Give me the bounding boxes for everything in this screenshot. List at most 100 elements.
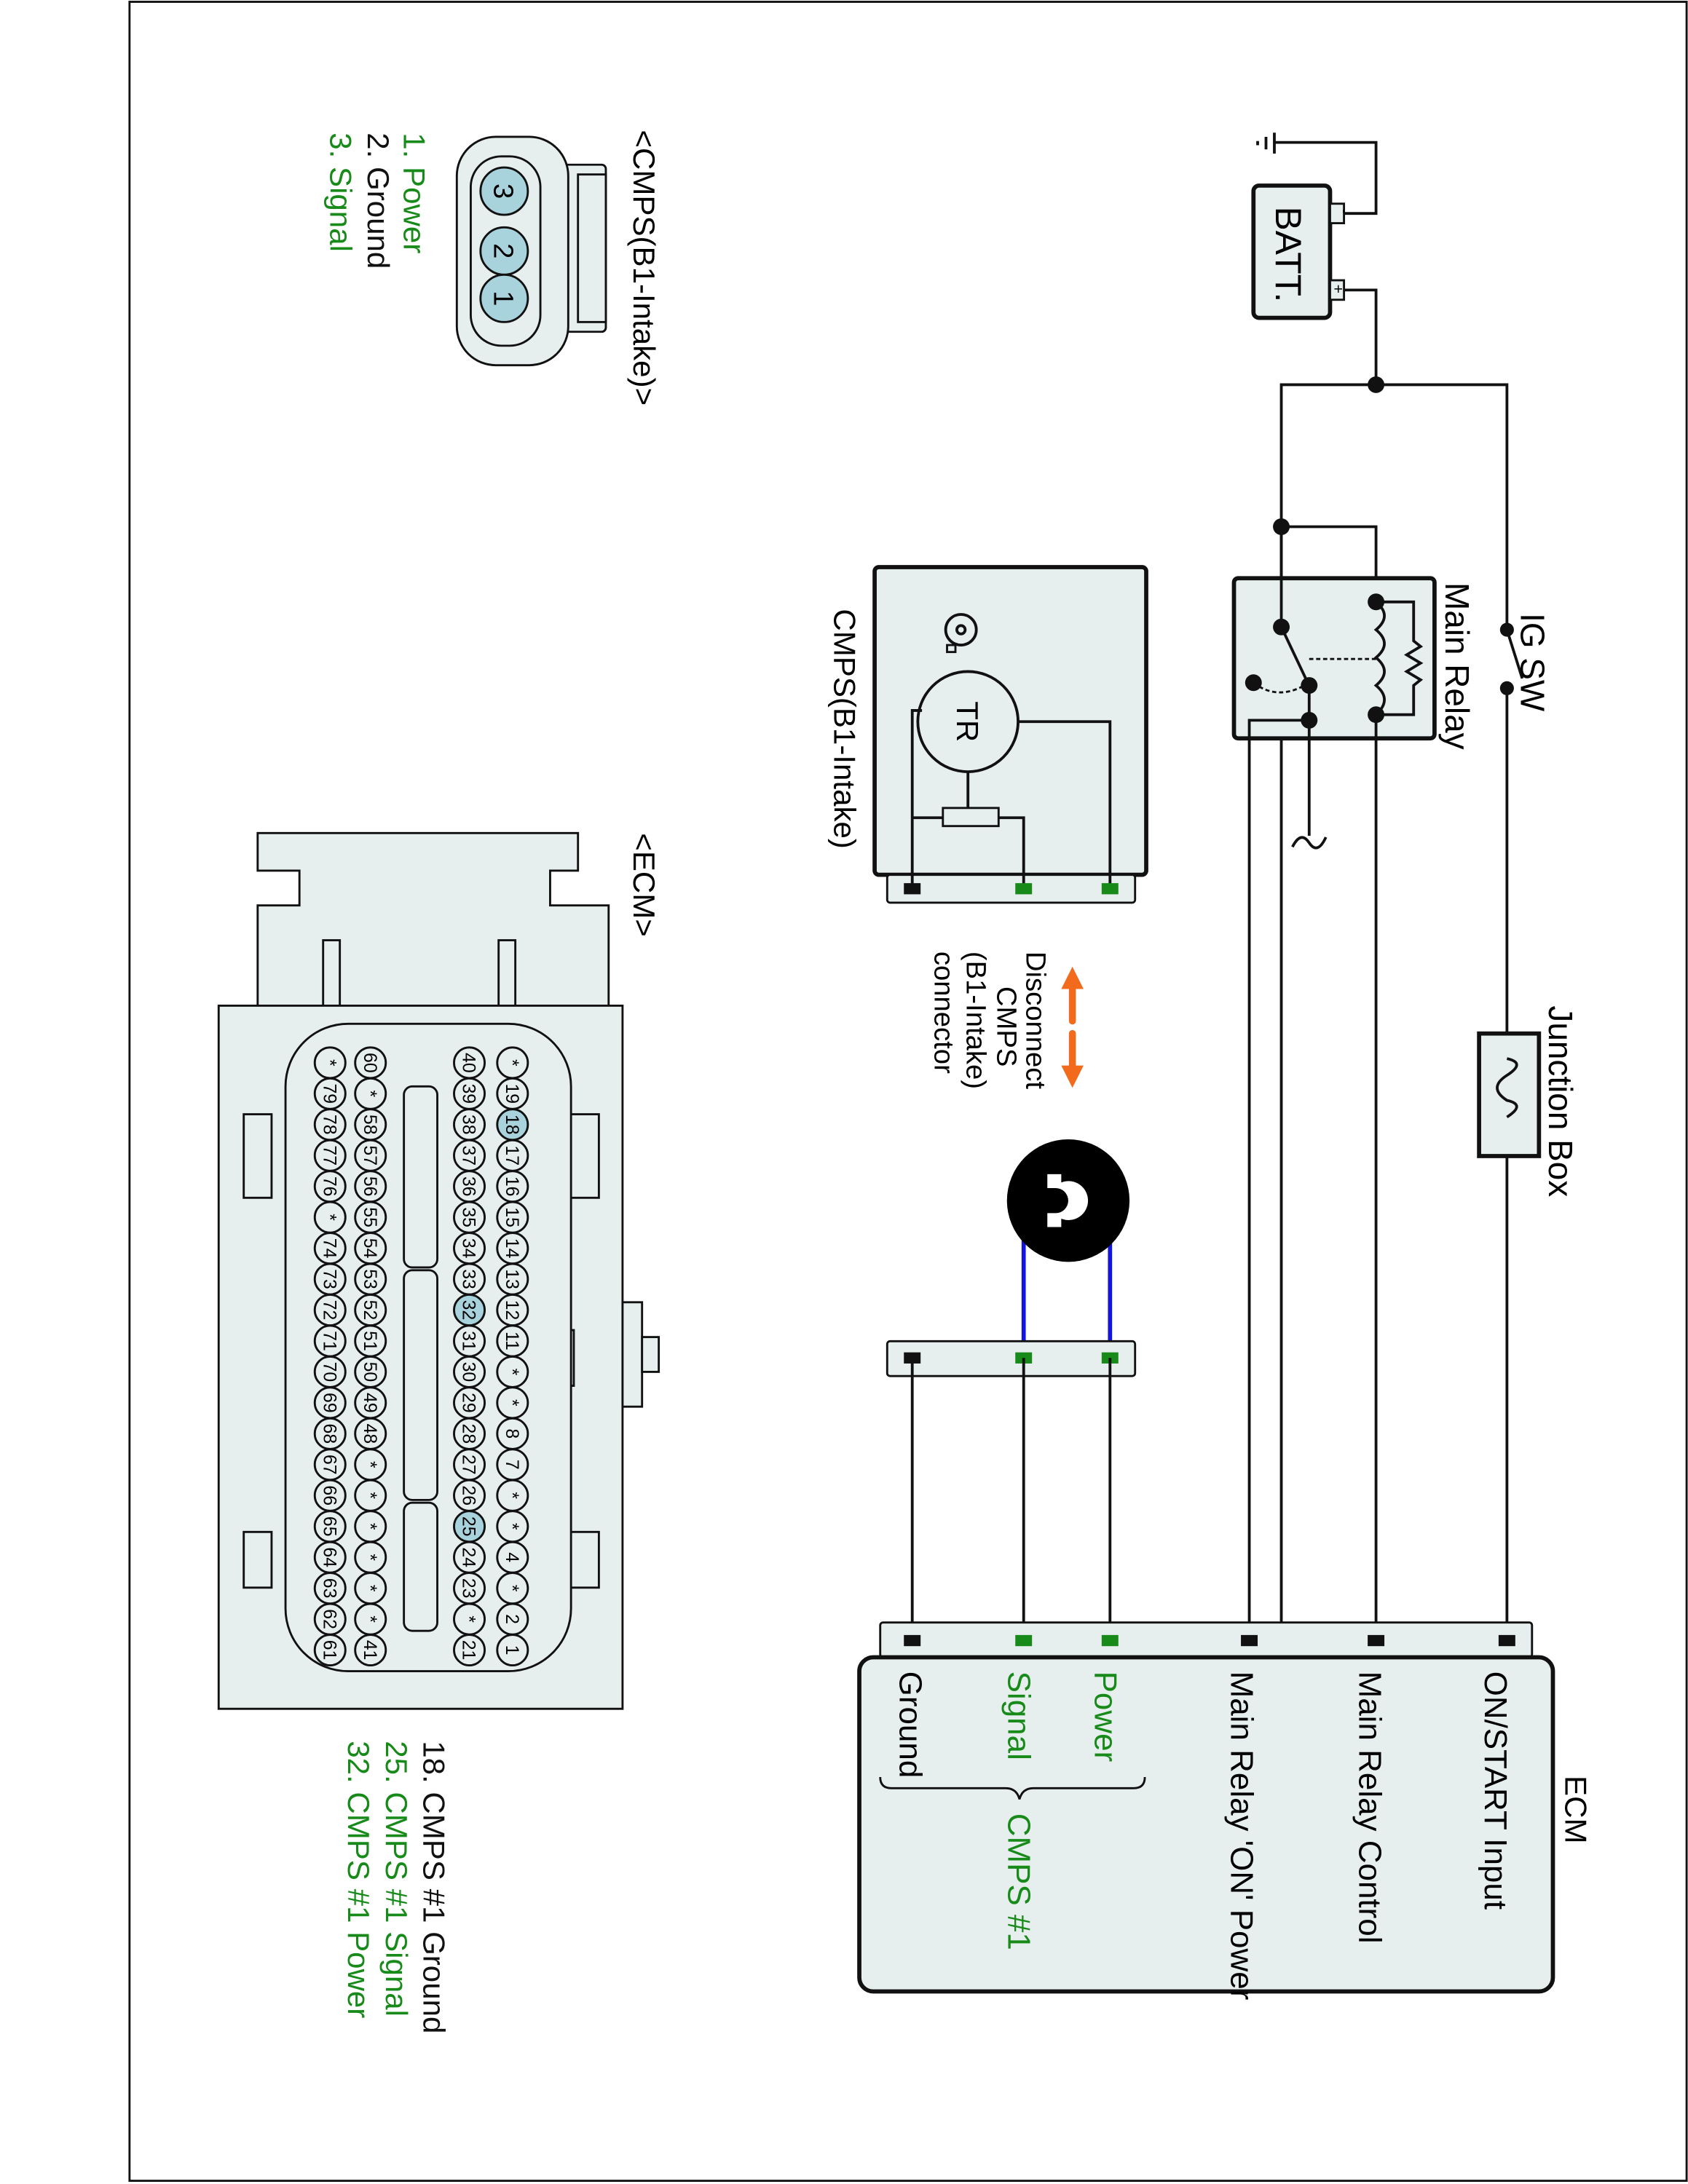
page-frame	[128, 1, 1688, 2183]
ecm-pin-33: 33	[453, 1262, 486, 1296]
pin-number: *	[360, 1461, 380, 1468]
ecm-pin-34: 34	[453, 1232, 486, 1265]
pin-number: 15	[502, 1207, 522, 1227]
main-relay-label: Main Relay	[1438, 582, 1476, 750]
ecm-pin-21: 21	[453, 1634, 486, 1667]
pin-number: 54	[360, 1238, 380, 1259]
pin-number: 78	[319, 1115, 339, 1135]
b-plus-bus-wire	[1279, 383, 1509, 1644]
ohmmeter-icon	[1006, 1139, 1130, 1262]
pin-number: 62	[319, 1609, 339, 1629]
ecm-pin-unused: *	[496, 1572, 529, 1605]
pin-circle	[313, 1634, 347, 1667]
ecm-terminal-power: Power	[1087, 1671, 1123, 1762]
ecm-pin-29: 29	[453, 1386, 486, 1420]
harness-connector	[886, 1340, 1137, 1377]
junction-box-label: Junction Box	[1542, 1005, 1579, 1197]
ecm-pin-76: 76	[313, 1170, 347, 1203]
ecm-pin-41: 41	[354, 1634, 387, 1667]
pin-number: 49	[360, 1393, 380, 1413]
ecm-pin-4: 4	[496, 1540, 529, 1574]
junction-dot	[1368, 376, 1385, 393]
ecm-pin-25: 25	[453, 1510, 486, 1543]
battery-label: BATT.	[1268, 207, 1309, 303]
pin-number: 37	[459, 1145, 479, 1166]
tr-label: TR	[950, 701, 985, 742]
pin-number: 25	[459, 1516, 479, 1537]
pin-number: *	[502, 1059, 522, 1067]
pin-number: 38	[459, 1115, 479, 1135]
pin-number: 4	[502, 1552, 522, 1562]
pin-power	[1101, 883, 1119, 895]
disconnect-line-1: Disconnect	[1020, 951, 1052, 1090]
ecm-pin-19: 19	[496, 1077, 529, 1110]
ecm-pin-2: 2	[496, 1602, 529, 1636]
pin-number: *	[502, 1492, 522, 1499]
pin-number: 70	[319, 1362, 339, 1382]
cmps-pin-2: 2	[479, 226, 529, 276]
ecm-pin-unused: *	[496, 1355, 529, 1388]
disconnect-line-4: connector	[928, 951, 959, 1074]
ecm-pin-64: 64	[313, 1540, 347, 1574]
ecm-pin-unused: *	[354, 1572, 387, 1605]
cmps-sensor: TR CMPS(B1-Intake)	[828, 565, 1148, 904]
ecm-pin-15: 15	[496, 1200, 529, 1234]
ecm-pin-71: 71	[313, 1324, 347, 1358]
pin-number: 56	[360, 1176, 380, 1197]
cmps-sensor-label: CMPS(B1-Intake)	[828, 609, 862, 849]
ecm-pin-27: 27	[453, 1448, 486, 1481]
cmps-legend-1: 1. Power	[398, 132, 432, 253]
pin-number: *	[360, 1090, 380, 1097]
ecm-pin-16: 16	[496, 1170, 529, 1203]
ecm-pin-unused: *	[354, 1479, 387, 1512]
ecm-pin-78: 78	[313, 1108, 347, 1142]
pin-number: 39	[459, 1083, 479, 1104]
junction-box: Junction Box	[1477, 1005, 1579, 1197]
ecm-pin-66: 66	[313, 1479, 347, 1512]
pin-number: 69	[319, 1393, 339, 1413]
pin-number: 68	[319, 1424, 339, 1444]
ecm-pin-56: 56	[354, 1170, 387, 1203]
pin-number: 36	[459, 1176, 479, 1197]
battery-plus-label: +	[1329, 285, 1346, 293]
ecm-pin-unused: *	[354, 1077, 387, 1110]
ecm-pin-74: 74	[313, 1232, 347, 1265]
pin-number: 79	[319, 1083, 339, 1104]
pin-number: *	[502, 1399, 522, 1406]
ecm-connector-face: <ECM> *191817161514131211**87**4*2140393…	[217, 831, 661, 2033]
ecm-pin-24: 24	[453, 1540, 486, 1574]
pin-number: 3	[488, 183, 519, 199]
pin-number: 13	[502, 1269, 522, 1289]
ecm-pin-13: 13	[496, 1262, 529, 1296]
ecm-pin-77: 77	[313, 1139, 347, 1172]
pin-number: *	[360, 1585, 380, 1592]
pin-number: 2	[488, 243, 519, 258]
pin-number: 1	[488, 290, 519, 306]
pin-number: 77	[319, 1145, 339, 1166]
pin-number: 50	[360, 1362, 380, 1382]
pin-number: 27	[459, 1455, 479, 1475]
cmps-group-brace	[879, 1776, 1146, 1800]
ecm-pin-48: 48	[354, 1417, 387, 1450]
pin-signal	[1015, 883, 1033, 895]
wire-continuation-icon	[1291, 836, 1328, 850]
ecm-pin-32: 32	[453, 1294, 486, 1326]
ecm-pin-17: 17	[496, 1139, 529, 1172]
ecm-pin-69: 69	[313, 1386, 347, 1420]
ecm-pin-8: 8	[496, 1417, 529, 1450]
ecm-pin-37: 37	[453, 1139, 486, 1172]
pin-number: *	[360, 1523, 380, 1530]
pin-number: 71	[319, 1331, 339, 1351]
pin-number: 64	[319, 1547, 339, 1567]
pin-number: 30	[459, 1362, 479, 1382]
pin-number: 66	[319, 1485, 339, 1506]
ecm-terminal-on-start-input: ON/START Input	[1478, 1671, 1513, 1910]
ecm-pin-50: 50	[354, 1355, 387, 1388]
pin-number: 40	[459, 1053, 479, 1073]
ecm-pin-unused: *	[453, 1602, 486, 1636]
pin-number: 34	[459, 1238, 479, 1259]
pin-number: 8	[502, 1428, 522, 1439]
pin-number: 60	[360, 1053, 380, 1073]
pin-number: 72	[319, 1300, 339, 1321]
